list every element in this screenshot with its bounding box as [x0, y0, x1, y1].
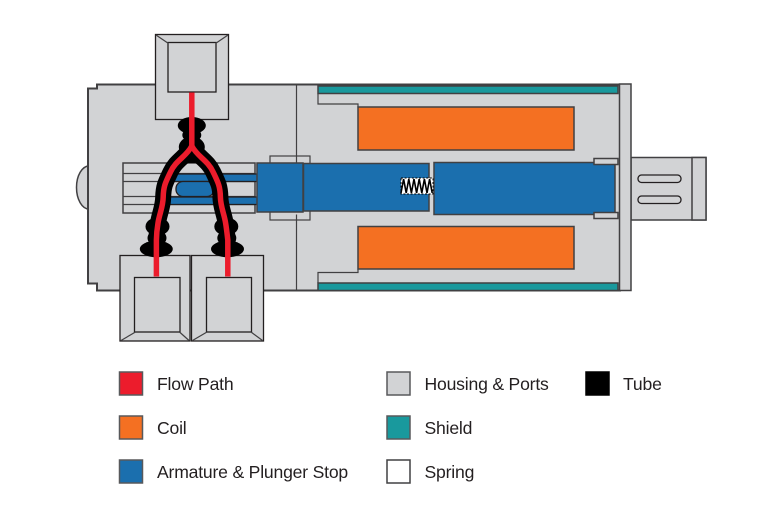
coil-bottom: [357, 225, 575, 270]
liner-step-top: [317, 93, 359, 108]
legend-label-flow-path: Flow Path: [157, 374, 233, 394]
connector-flange: [691, 156, 707, 221]
liner-step-bottom: [317, 269, 359, 283]
port-bottom-right-chamfer-right: [250, 331, 263, 341]
port-bottom-left-inner: [133, 276, 181, 333]
port-bottom-left-chamfer-left: [120, 331, 136, 342]
spring-coils: [400, 178, 433, 194]
plunger-tip: [175, 180, 215, 198]
connector-slot-upper: [637, 174, 682, 184]
legend-label-coil: Coil: [157, 418, 187, 438]
valve-cross-section: [75, 33, 707, 342]
flow-path: [153, 92, 231, 277]
legend-label-spring: Spring: [425, 462, 475, 482]
legend-swatch-spring: [386, 459, 411, 484]
legend-label-shield: Shield: [425, 418, 473, 438]
port-bottom-left-chamfer-right: [179, 331, 190, 341]
retaining-clip-top: [593, 157, 619, 166]
port-top-inner: [167, 41, 217, 93]
legend-swatch-coil: [118, 415, 144, 440]
port-top-chamfer-right: [215, 34, 229, 44]
shield-strip-top: [317, 85, 619, 95]
legend-swatch-housing: [386, 371, 411, 396]
flow-path-right: [189, 144, 231, 277]
legend-label-housing: Housing & Ports: [425, 374, 550, 394]
port-bottom-right-inner: [205, 276, 253, 333]
flow-path-left: [153, 144, 195, 277]
legend-swatch-shield: [386, 415, 411, 440]
legend: Flow Path Coil Armature & Plunger Stop H…: [118, 371, 662, 484]
legend-swatch-tube: [585, 371, 610, 396]
legend-label-armature: Armature & Plunger Stop: [157, 462, 348, 482]
shield-strip-bottom: [317, 282, 619, 292]
port-bottom-right-chamfer-left: [192, 331, 208, 342]
port-top-chamfer-left: [155, 34, 169, 44]
plunger-head: [256, 162, 304, 213]
connector-slot-lower: [637, 195, 682, 205]
port-top: [154, 33, 230, 121]
legend-swatch-flow-path: [118, 371, 144, 396]
end-cap: [618, 83, 632, 292]
retaining-clip-bottom: [593, 211, 619, 220]
plunger-stop: [433, 161, 616, 216]
legend-swatch-armature: [118, 459, 144, 484]
legend-label-tube: Tube: [623, 374, 662, 394]
coil-top: [357, 106, 575, 151]
